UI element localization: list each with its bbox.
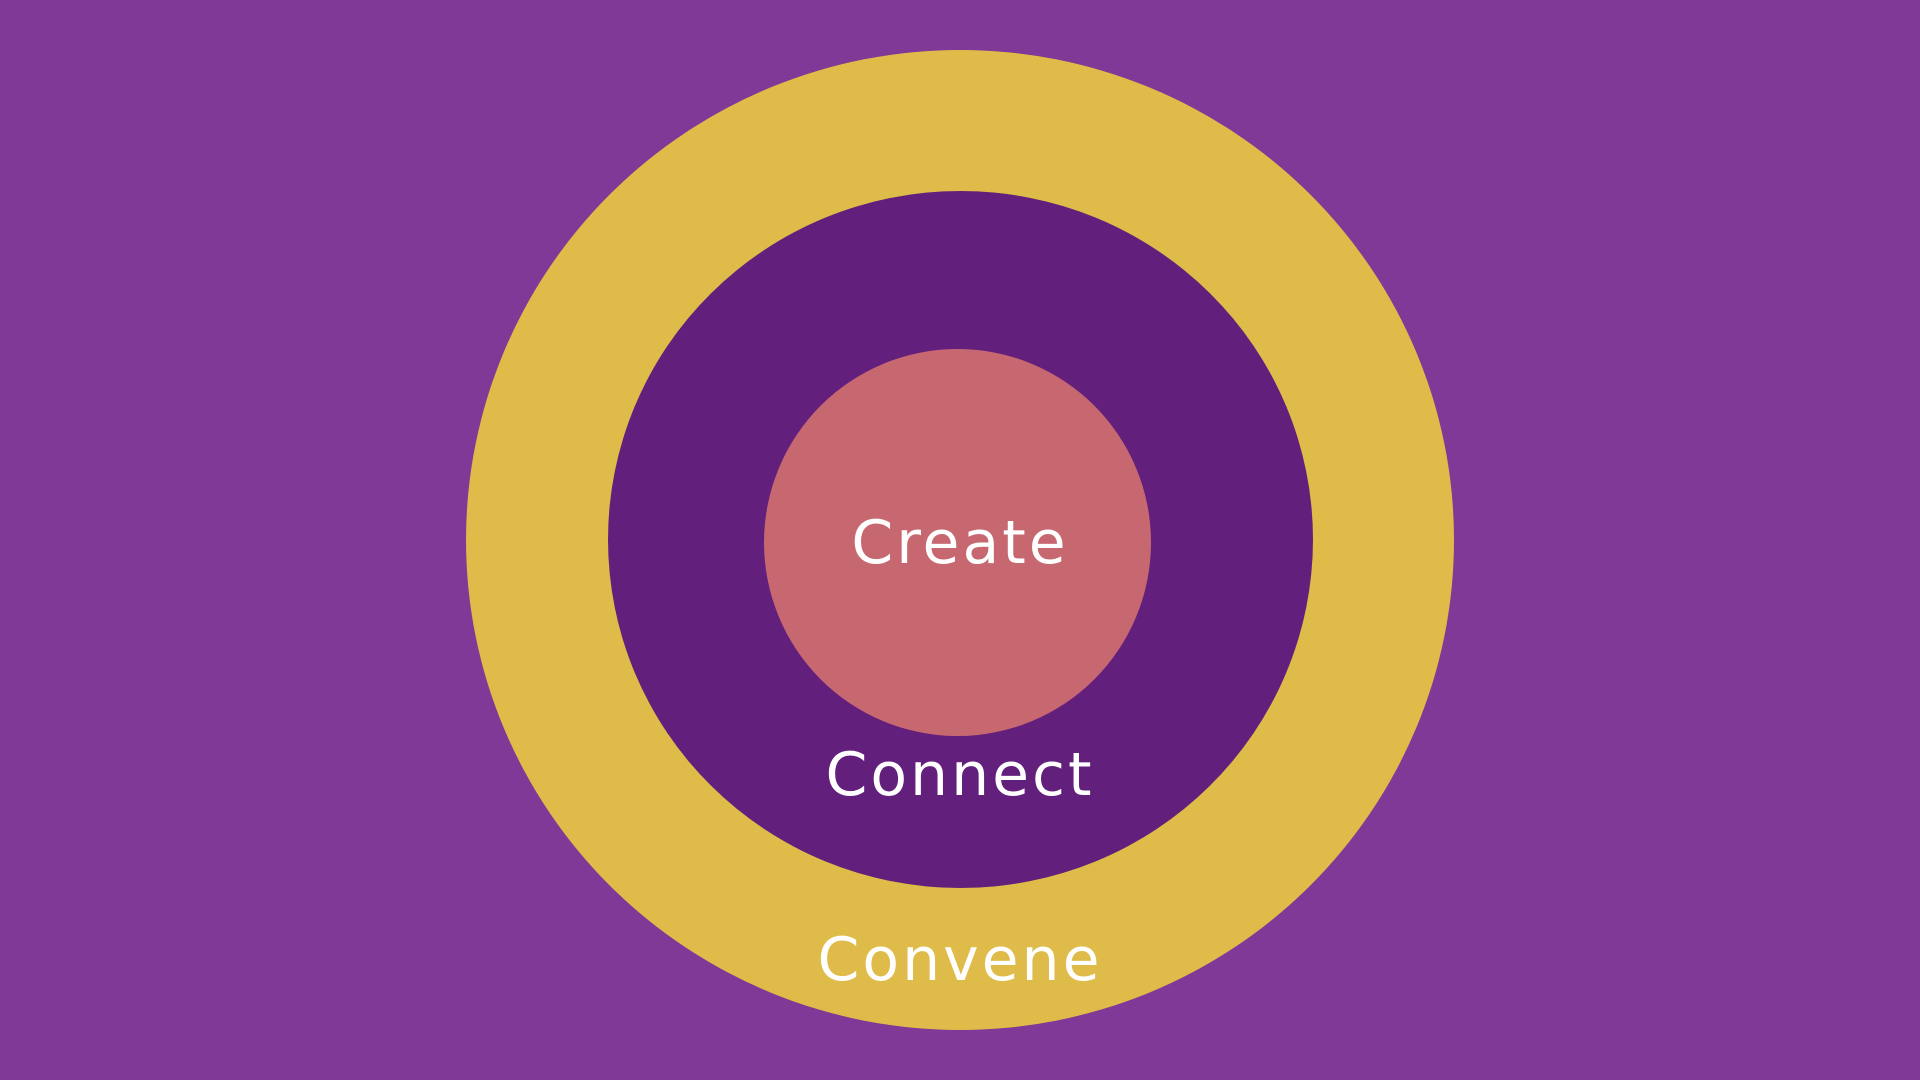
label-convene: Convene	[817, 925, 1103, 995]
label-connect: Connect	[825, 740, 1095, 810]
label-create: Create	[851, 508, 1069, 578]
inner-circle-create	[764, 349, 1151, 736]
